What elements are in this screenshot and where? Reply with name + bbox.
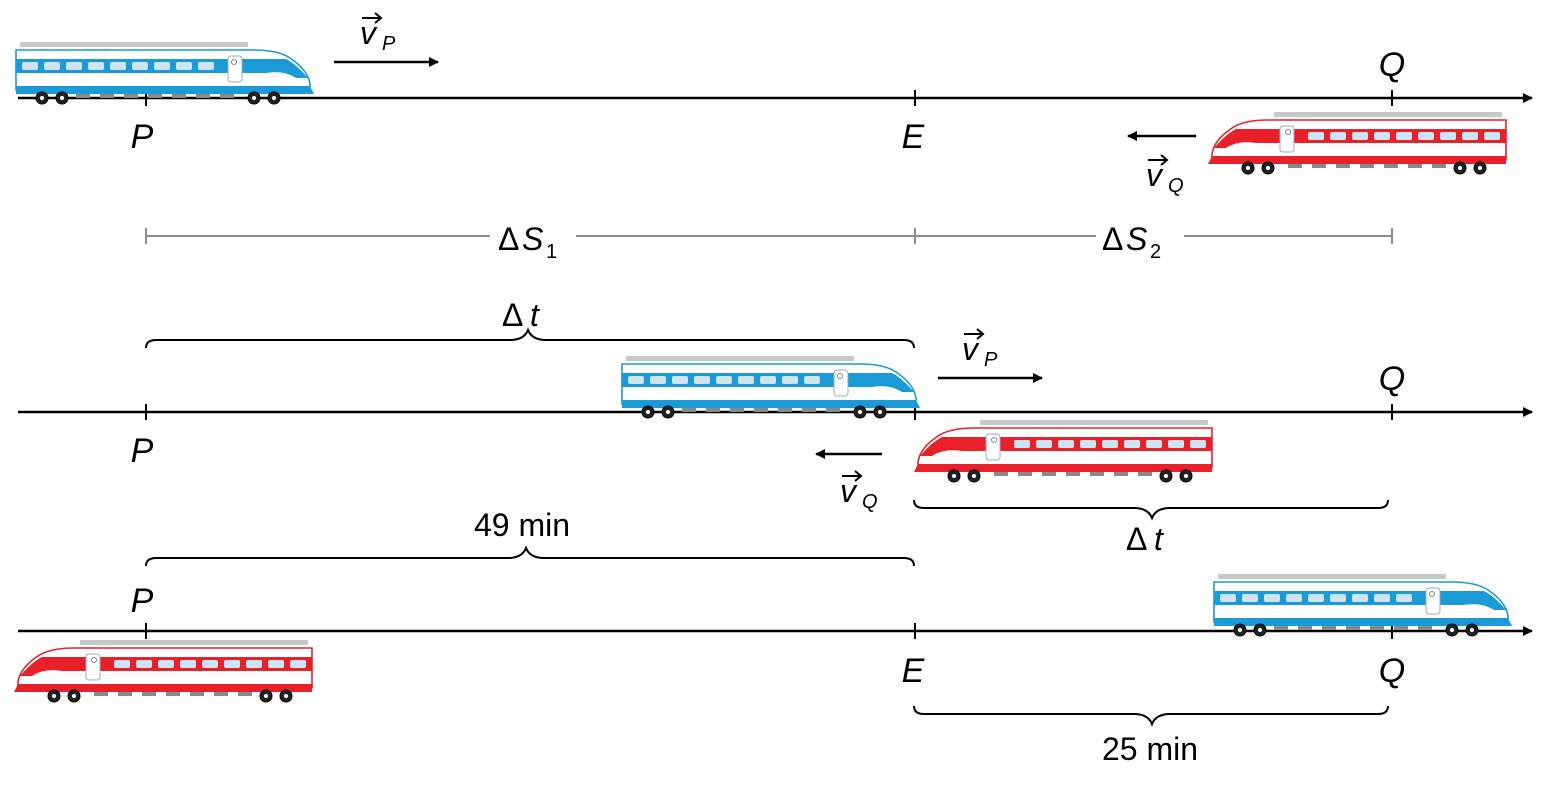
train-p-row-3 xyxy=(1213,573,1513,637)
brace-25-min xyxy=(913,705,1389,727)
train-q-row-3 xyxy=(13,639,313,703)
train-p-row-2 xyxy=(621,355,921,419)
svg-text:Δ: Δ xyxy=(1102,221,1123,257)
point-q-label-row-3: Q xyxy=(1379,652,1405,690)
row-3: 49 min P E Q 25 min xyxy=(13,507,1533,767)
svg-text:v: v xyxy=(962,331,980,367)
point-e-label-row-3: E xyxy=(902,652,925,690)
svg-text:Q: Q xyxy=(1168,175,1184,197)
svg-text:P: P xyxy=(382,33,396,55)
svg-text:Δ: Δ xyxy=(498,221,519,257)
svg-text:Q: Q xyxy=(862,491,878,513)
row-2: Δ t P Q v P v Q Δ t xyxy=(18,297,1533,557)
velocity-label-q-row-1: v Q xyxy=(1146,154,1184,197)
velocity-label-p-row-2: v P xyxy=(962,328,998,371)
distance-measure: Δ S 1 Δ S 2 xyxy=(145,221,1393,263)
distance-s1-label: Δ S 1 xyxy=(498,221,557,263)
point-q-label: Q xyxy=(1379,46,1405,84)
point-p-label-row-3: P xyxy=(131,582,154,620)
svg-text:t: t xyxy=(1154,521,1164,557)
svg-text:v: v xyxy=(1146,157,1164,193)
svg-text:S: S xyxy=(522,221,543,257)
point-p-label: P xyxy=(131,118,154,156)
point-q-label-row-2: Q xyxy=(1379,360,1405,398)
row-1: P E Q v P v Q xyxy=(15,12,1533,197)
brace-dt-p-e xyxy=(145,327,915,349)
train-p-row-1 xyxy=(15,41,315,105)
svg-text:2: 2 xyxy=(1150,241,1161,263)
dt-label-e-q: Δ t xyxy=(1126,521,1164,557)
train-q-row-2 xyxy=(913,419,1213,483)
svg-text:1: 1 xyxy=(546,241,557,263)
svg-text:Δ: Δ xyxy=(502,297,523,333)
velocity-label-p-row-1: v P xyxy=(360,12,396,55)
velocity-label-q-row-2: v Q xyxy=(840,470,878,513)
dt-label-p-e: Δ t xyxy=(502,297,540,333)
distance-s2-label: Δ S 2 xyxy=(1102,221,1161,263)
svg-text:v: v xyxy=(840,473,858,509)
point-p-label-row-2: P xyxy=(131,432,154,470)
svg-text:Δ: Δ xyxy=(1126,521,1147,557)
brace-49-min xyxy=(145,545,915,567)
train-q-row-1 xyxy=(1207,111,1507,175)
svg-text:v: v xyxy=(360,15,378,51)
point-e-label: E xyxy=(902,118,925,156)
time-p-e-label: 49 min xyxy=(474,507,570,543)
svg-text:S: S xyxy=(1126,221,1147,257)
brace-dt-e-q xyxy=(913,499,1389,521)
svg-text:t: t xyxy=(530,297,540,333)
svg-text:P: P xyxy=(984,349,998,371)
time-e-q-label: 25 min xyxy=(1102,731,1198,767)
